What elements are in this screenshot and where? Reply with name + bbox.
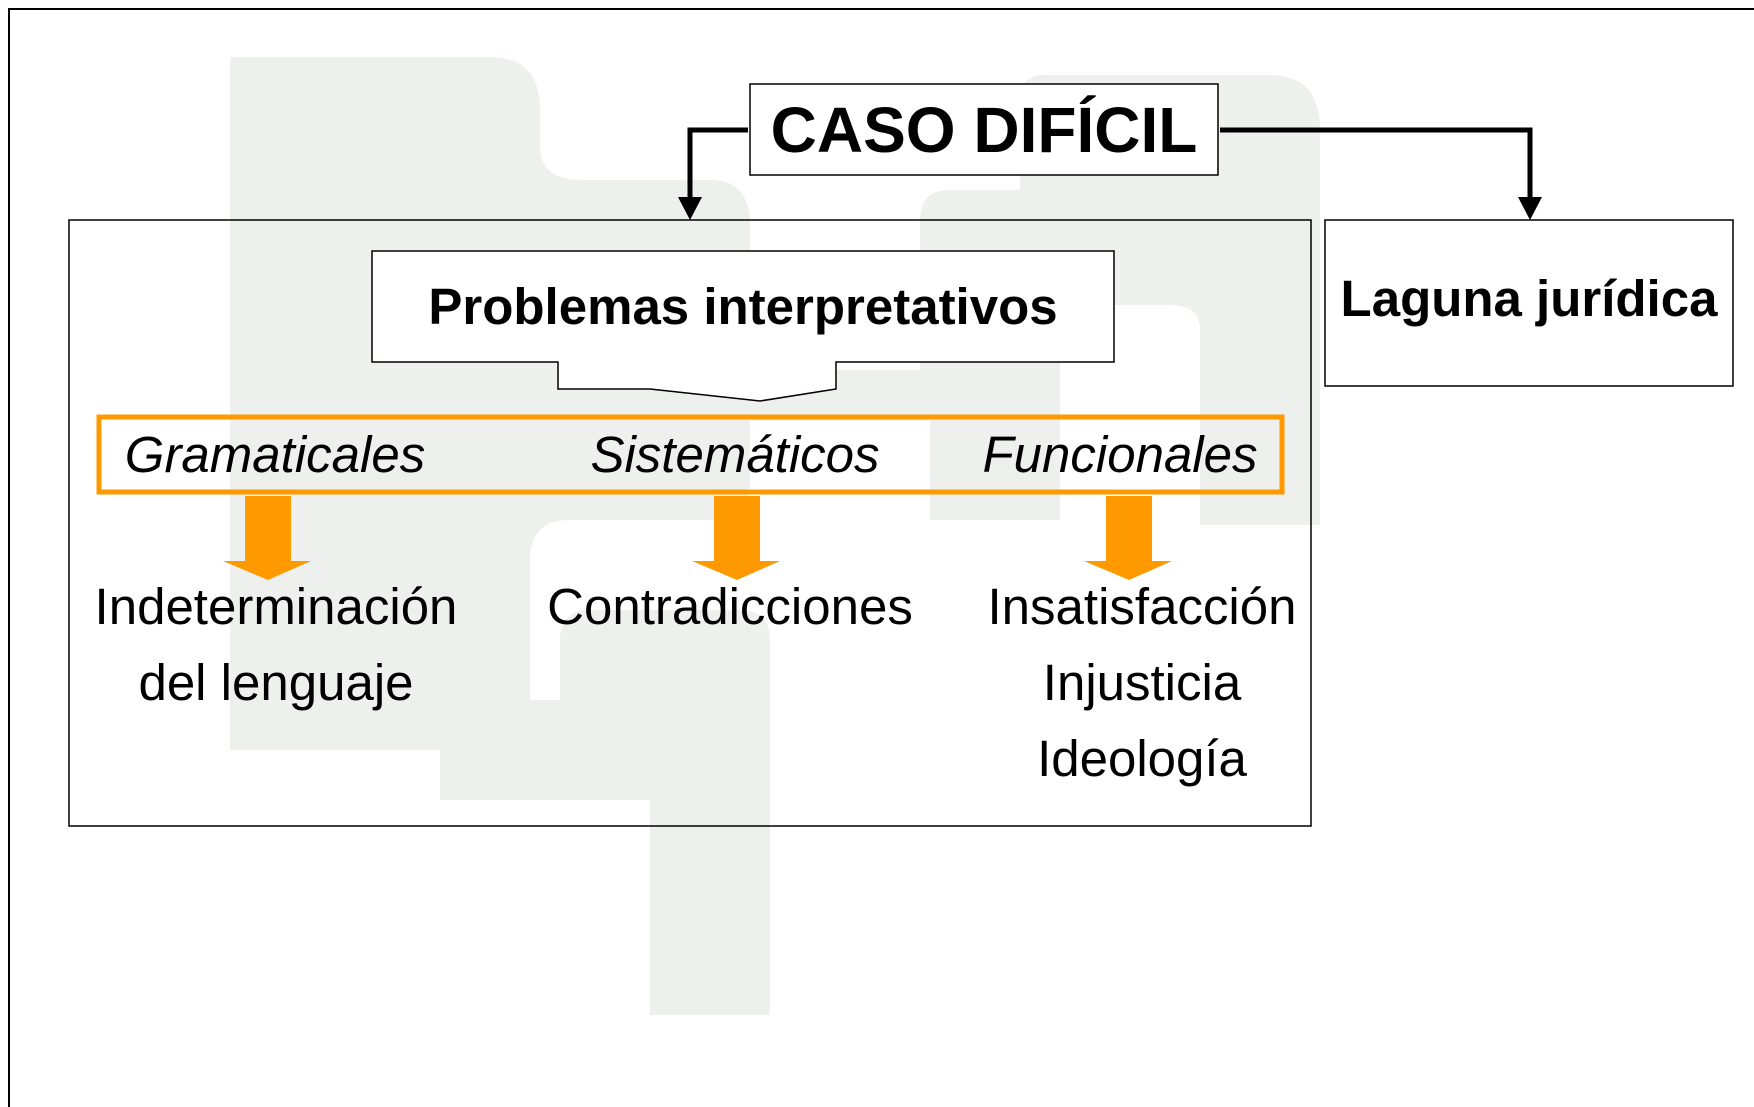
top-node-box <box>749 83 1219 176</box>
left-group-box <box>68 219 1312 827</box>
arrowhead-left <box>678 197 702 220</box>
category-funcionales: Funcionales <box>982 426 1258 483</box>
right-node-box <box>1324 219 1734 387</box>
category-gramaticales: Gramaticales <box>124 426 426 483</box>
orange-arrow-gramaticales <box>223 496 311 580</box>
outcome-funcionales-line-2: Injusticia <box>1042 653 1242 711</box>
outcome-gramaticales-line-1: Indeterminación <box>94 577 458 635</box>
watermark-logo <box>230 57 1320 1015</box>
top-node-label: CASO DIFÍCIL <box>770 93 1198 166</box>
header-callout <box>371 250 1115 402</box>
categories-band <box>96 414 1285 495</box>
outcome-funcionales-line-1: Insatisfacción <box>987 577 1297 635</box>
category-arrows <box>223 496 1172 580</box>
outcome-gramaticales-line-2: del lenguaje <box>138 653 414 711</box>
orange-arrow-sistematicos <box>692 496 780 580</box>
category-sistematicos: Sistemáticos <box>590 426 880 483</box>
outcome-sistematicos-line-1: Contradicciones <box>547 577 913 635</box>
arrowhead-right <box>1518 197 1542 220</box>
orange-arrow-funcionales <box>1084 496 1172 580</box>
left-group-header: Problemas interpretativos <box>428 278 1058 335</box>
right-node-label: Laguna jurídica <box>1340 269 1718 327</box>
top-connectors <box>687 127 1533 200</box>
slide-border <box>8 8 1754 1107</box>
outcome-funcionales-line-3: Ideología <box>1037 729 1247 787</box>
